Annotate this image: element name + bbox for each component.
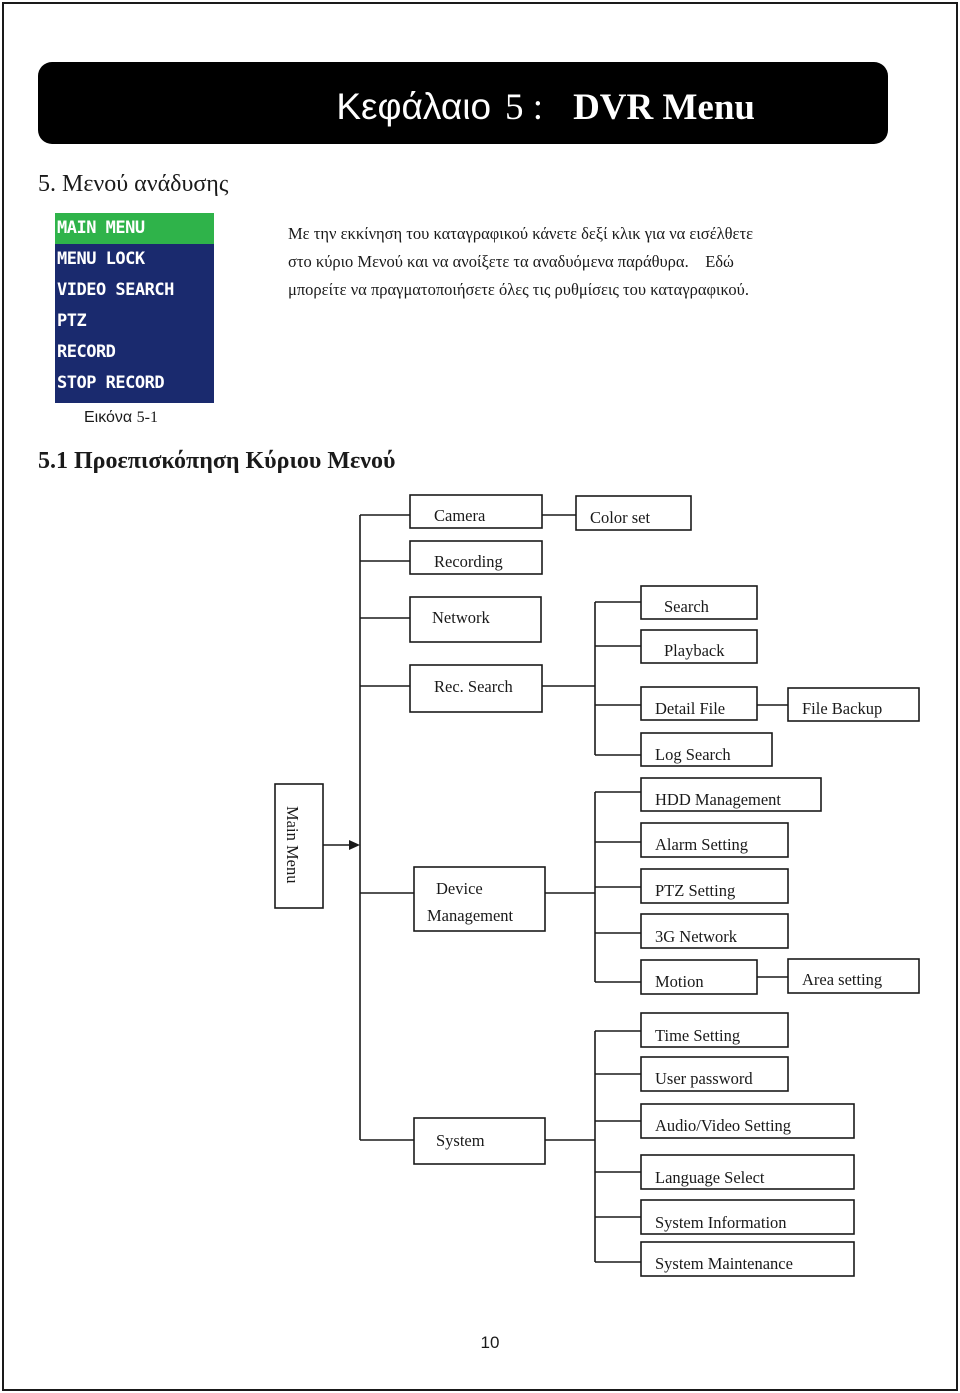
chapter-title-text: DVR Menu <box>573 87 755 128</box>
label-file-backup: File Backup <box>802 699 882 718</box>
section-heading: 5. Μενού ανάδυσης <box>38 171 229 197</box>
node-system-maintenance <box>640 1241 855 1277</box>
figure-caption-word: Εικόνα <box>84 409 133 426</box>
label-network: Network <box>432 608 490 627</box>
node-rec-search <box>409 664 543 713</box>
subsection-heading: 5.1 Προεπισκόπηση Κύριου Μενού <box>38 448 396 474</box>
label-time-setting: Time Setting <box>655 1026 740 1045</box>
menu-item-main-menu: MAIN MENU <box>55 213 214 244</box>
label-ptz-setting: PTZ Setting <box>655 881 735 900</box>
chapter-word: Κεφάλαιο <box>336 86 492 127</box>
node-hdd-management <box>640 777 822 812</box>
node-color-set <box>575 495 692 531</box>
node-language-select <box>640 1154 855 1190</box>
menu-item-stop-record: STOP RECORD <box>57 373 165 393</box>
node-recording <box>409 540 543 575</box>
menu-item-menu-lock: MENU LOCK <box>57 249 145 269</box>
label-detail-file: Detail File <box>655 699 725 718</box>
tree-connectors <box>323 514 788 1263</box>
node-camera <box>409 494 543 529</box>
node-motion <box>640 959 758 995</box>
tree-nodes <box>274 494 920 1277</box>
node-ptz-setting <box>640 868 789 904</box>
label-audio-video-setting: Audio/Video Setting <box>655 1116 791 1135</box>
label-rec-search: Rec. Search <box>434 677 514 696</box>
node-network <box>409 596 542 643</box>
tree-labels: Main Menu Camera Recording Network Rec. … <box>283 506 882 1273</box>
intro-line: στο κύριο Μενού και να ανοίξετε τα αναδυ… <box>288 252 734 271</box>
chapter-title: Κεφάλαιο 5 : DVR Menu <box>336 88 755 126</box>
label-log-search: Log Search <box>655 745 731 764</box>
arrow-head-icon <box>349 840 360 850</box>
menu-item-video-search: VIDEO SEARCH <box>57 280 174 300</box>
node-search <box>640 585 758 620</box>
label-motion: Motion <box>655 972 704 991</box>
node-system-information <box>640 1199 855 1235</box>
node-audio-video-setting <box>640 1103 855 1139</box>
menu-item-record: RECORD <box>57 342 116 362</box>
label-system-information: System Information <box>655 1213 787 1232</box>
chapter-header-bar <box>38 62 888 144</box>
node-device-management <box>413 866 546 932</box>
label-hdd-management: HDD Management <box>655 790 781 809</box>
label-management: Management <box>427 906 514 925</box>
node-user-password <box>640 1056 789 1092</box>
label-language-select: Language Select <box>655 1168 765 1187</box>
node-detail-file <box>640 686 758 721</box>
label-main-menu: Main Menu <box>283 806 302 883</box>
node-system <box>413 1117 546 1165</box>
label-system: System <box>436 1131 485 1150</box>
node-area-setting <box>787 958 920 994</box>
page-number: 10 <box>480 1333 500 1352</box>
figure-caption: Εικόνα 5-1 <box>84 409 158 427</box>
chapter-number: 5 : <box>505 87 544 128</box>
label-alarm-setting: Alarm Setting <box>655 835 748 854</box>
label-color-set: Color set <box>590 508 650 527</box>
label-playback: Playback <box>664 641 725 660</box>
node-main-menu <box>274 783 324 909</box>
label-search: Search <box>664 597 710 616</box>
node-file-backup <box>787 687 920 722</box>
menu-item-ptz: PTZ <box>57 311 87 331</box>
node-playback <box>640 629 758 664</box>
label-area-setting: Area setting <box>802 970 882 989</box>
node-3g-network <box>640 913 789 949</box>
label-3g-network: 3G Network <box>655 927 738 946</box>
intro-paragraph: Με την εκκίνηση του καταγραφικού κάνετε … <box>288 220 823 304</box>
label-recording: Recording <box>434 552 503 571</box>
intro-line: μπορείτε να πραγματοποιήσετε όλες τις ρυ… <box>288 280 749 299</box>
label-device: Device <box>436 879 483 898</box>
label-camera: Camera <box>434 506 486 525</box>
label-system-maintenance: System Maintenance <box>655 1254 793 1273</box>
node-log-search <box>640 732 773 767</box>
label-user-password: User password <box>655 1069 753 1088</box>
figure-caption-number: 5-1 <box>136 409 158 426</box>
node-time-setting <box>640 1012 789 1048</box>
popup-menu-screenshot: MAIN MENU MENU LOCK VIDEO SEARCH PTZ REC… <box>55 213 214 403</box>
node-alarm-setting <box>640 822 789 858</box>
intro-line: Με την εκκίνηση του καταγραφικού κάνετε … <box>288 224 754 243</box>
